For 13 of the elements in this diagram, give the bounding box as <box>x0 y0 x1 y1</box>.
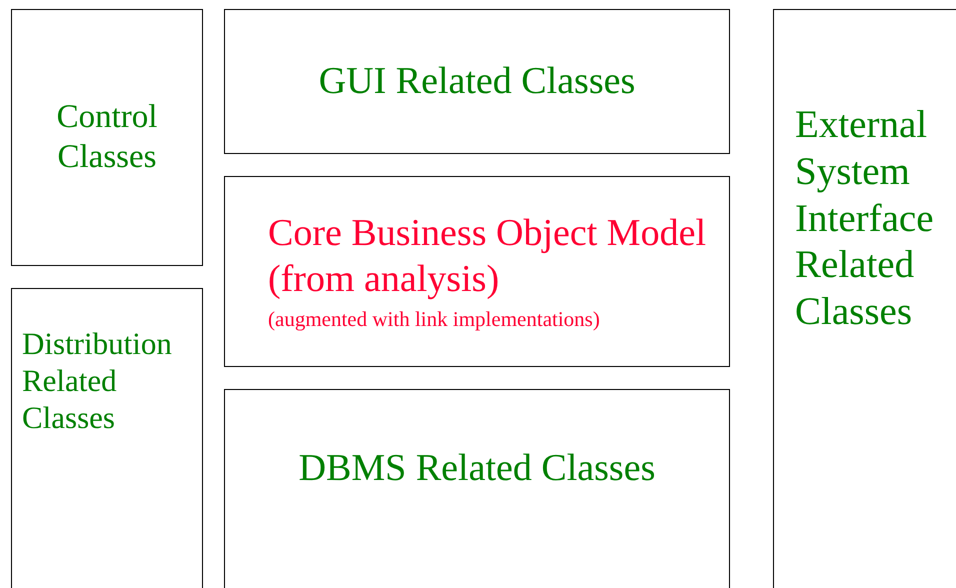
class-group-box <box>224 176 730 367</box>
box-title: GUI Related Classes <box>318 58 636 104</box>
box-title: Distribution Related Classes <box>22 324 173 436</box>
class-group-box <box>11 288 203 588</box>
box-title: Control Classes <box>56 98 158 176</box>
box-title: Core Business Object Model (from analysis) <box>268 211 708 302</box>
class-group-box <box>224 9 730 154</box>
box-note: (augmented with link implementations) <box>268 306 601 332</box>
box-title: DBMS Related Classes <box>298 446 656 492</box>
class-group-box <box>773 9 956 588</box>
class-group-box <box>11 9 203 266</box>
class-group-box <box>224 389 730 588</box>
box-title: External System Interface Related Classes <box>795 102 935 336</box>
